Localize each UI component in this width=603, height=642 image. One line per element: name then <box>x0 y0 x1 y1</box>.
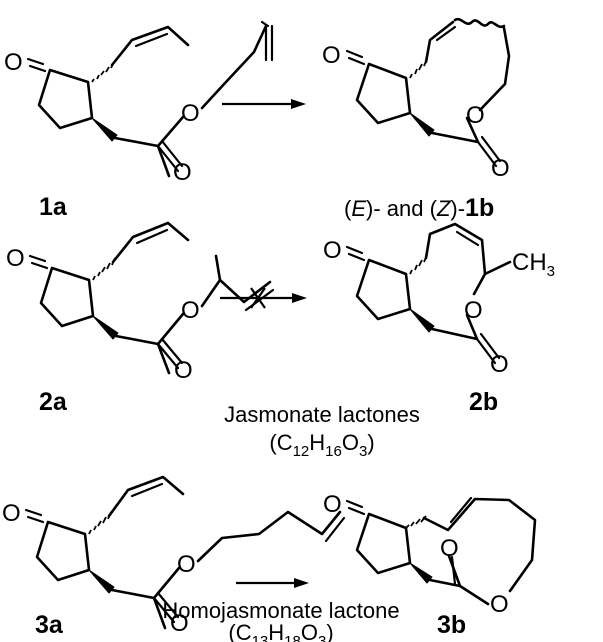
hashed-bond <box>92 257 116 281</box>
label-2a: 2a <box>39 388 68 416</box>
hashed-bond <box>409 58 428 79</box>
oxygen-atom: O <box>4 49 23 76</box>
label-3b: 3b <box>437 611 466 639</box>
molecule-2a: O O O <box>6 221 275 384</box>
blocked-reaction-arrow <box>220 287 307 309</box>
oxygen-atom: O <box>466 102 485 129</box>
oxygen-atom: O <box>440 535 459 562</box>
label-2b: 2b <box>469 388 498 416</box>
hashed-bond <box>88 511 112 535</box>
molecule-1b: O O O <box>322 17 511 182</box>
molecule-3a: O O O <box>2 475 346 637</box>
molecule-2b: O CH3 O O <box>323 222 555 378</box>
oxygen-atom: O <box>6 245 25 272</box>
formula-homojasmonate: (C13H18O3) <box>228 620 333 642</box>
wedge-bond <box>92 315 119 340</box>
caption-homojasmonate-lactone: Homojasmonate lactone <box>162 598 399 623</box>
oxygen-atom: O <box>323 491 342 518</box>
wedge-bond <box>88 569 115 594</box>
oxygen-atom: O <box>490 351 509 378</box>
oxygen-atom: O <box>2 500 21 527</box>
label-1b: (E)- and (Z)-1b <box>344 194 494 222</box>
oxygen-atom: O <box>173 159 192 186</box>
oxygen-atom: O <box>464 297 483 324</box>
molecule-1a: O O O <box>4 20 274 186</box>
hashed-bond <box>409 254 428 275</box>
wedge-bond <box>409 308 435 333</box>
reaction-arrow-1 <box>222 99 306 109</box>
oxygen-atom: O <box>170 610 189 637</box>
oxygen-atom: O <box>322 42 341 69</box>
reaction-arrow-3 <box>236 578 309 588</box>
oxygen-atom: O <box>181 297 200 324</box>
oxygen-atom: O <box>181 100 200 127</box>
caption-jasmonate-lactones: Jasmonate lactones <box>224 402 420 427</box>
oxygen-atom: O <box>177 551 196 578</box>
oxygen-atom: O <box>490 591 509 618</box>
molecule-3b: O O O <box>323 491 537 618</box>
formula-jasmonate: (C12H16O3) <box>269 430 374 460</box>
wedge-bond <box>91 117 118 142</box>
label-3a: 3a <box>35 611 64 639</box>
oxygen-atom: O <box>491 155 510 182</box>
wedge-bond <box>409 112 435 137</box>
label-1a: 1a <box>39 193 68 221</box>
oxygen-atom: O <box>323 237 342 264</box>
oxygen-atom: O <box>174 357 193 384</box>
methyl-group: CH3 <box>512 249 555 280</box>
